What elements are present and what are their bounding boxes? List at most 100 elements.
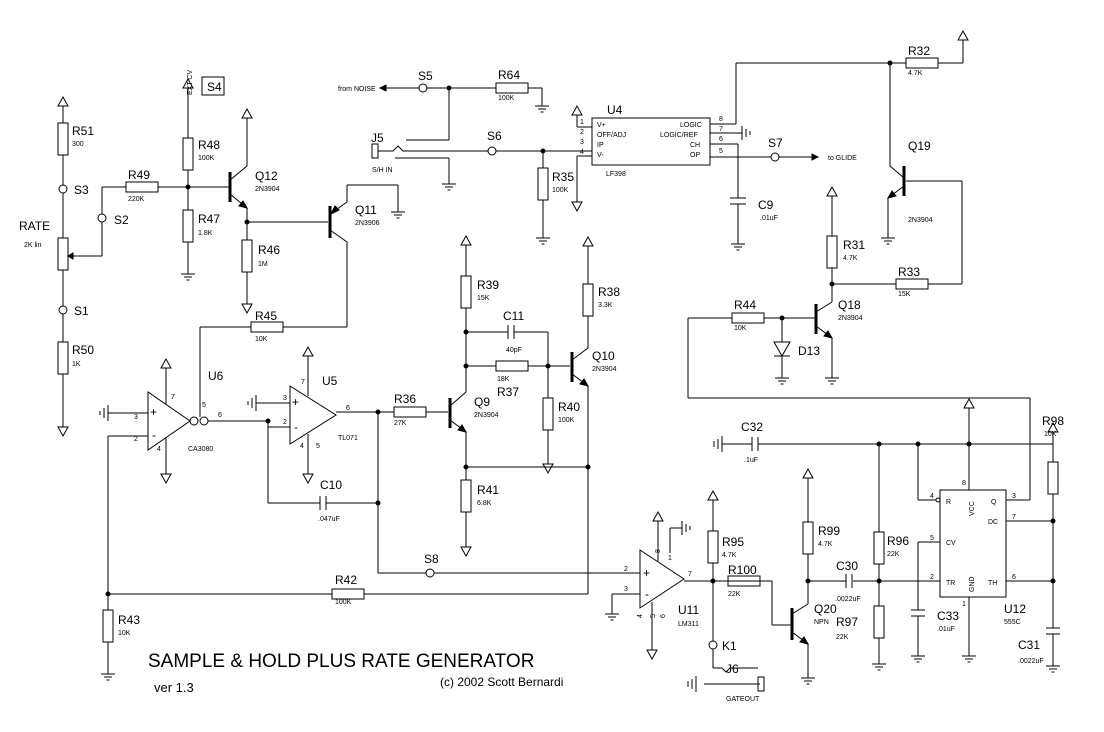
q18-section	[687, 186, 1031, 500]
value-c33: .01uF	[937, 626, 955, 633]
u5-plus: +	[292, 395, 299, 409]
label-r96: R96	[887, 534, 909, 548]
value-c9: .01uF	[760, 215, 778, 222]
label-c11: C11	[503, 309, 524, 323]
label-rate: RATE	[19, 219, 50, 233]
u4-num-2: 2	[580, 129, 584, 136]
part-u6: CA3080	[188, 446, 213, 453]
label-q9: Q9	[474, 395, 490, 409]
label-r99: R99	[818, 524, 840, 538]
label-r50: R50	[72, 343, 94, 357]
ext-cv-divider	[180, 76, 225, 281]
value-c11: 40pF	[506, 347, 522, 354]
u12-pin-q: Q	[991, 499, 997, 506]
label-s8: S8	[424, 552, 439, 566]
label-to-glide: to GLIDE	[828, 155, 857, 162]
u4-num-1: 1	[580, 119, 584, 126]
label-r49: R49	[128, 168, 150, 182]
part-u5: TL071	[338, 435, 358, 442]
value-r42: 100K	[335, 599, 352, 606]
u6-pin-2: 2	[134, 436, 138, 443]
label-c9: C9	[758, 198, 774, 212]
value-r45: 10K	[255, 336, 268, 343]
label-r41: R41	[477, 483, 499, 497]
value-r33: 15K	[898, 291, 911, 298]
s7-switch	[770, 152, 780, 162]
label-r47: R47	[198, 212, 220, 226]
label-u5: U5	[322, 374, 338, 388]
u12-pin-1: 1	[962, 601, 966, 608]
u4-pin-logic: LOGIC	[680, 122, 702, 129]
label-s3: S3	[74, 183, 89, 197]
value-r97: 22K	[836, 634, 849, 641]
u4-num-5: 5	[719, 148, 723, 155]
label-q11: Q11	[355, 203, 377, 217]
u4-pin-op: OP	[690, 152, 700, 159]
label-r48: R48	[198, 138, 220, 152]
label-c32: C32	[741, 420, 763, 434]
s5-switch	[418, 83, 428, 93]
label-r31: R31	[843, 238, 865, 252]
rate-chain	[57, 96, 230, 437]
k1-switch	[708, 640, 718, 650]
u4-pin-vminus: V-	[597, 152, 604, 159]
u5-pin-7: 7	[301, 379, 305, 386]
u11-pin-3: 3	[624, 586, 628, 593]
labels-layer: R51 300 S3 S2 RATE 2K lin S1 R50 1K EXT …	[19, 44, 1064, 703]
part-u4: LF398	[606, 171, 626, 178]
u11-pin-5: 5	[650, 614, 657, 618]
label-d13: D13	[798, 344, 820, 358]
value-r99: 4.7K	[818, 541, 833, 548]
version-label: ver 1.3	[154, 680, 194, 695]
label-c10: C10	[320, 478, 342, 492]
label-gateout: GATEOUT	[726, 696, 760, 703]
u6-minus: -	[152, 428, 156, 442]
r42-feedback	[100, 588, 588, 681]
u4-num-6: 6	[719, 136, 723, 143]
u11-pin-4: 4	[637, 614, 644, 618]
label-r38: R38	[598, 285, 620, 299]
label-q10: Q10	[592, 349, 615, 363]
u11-comparator	[604, 468, 846, 692]
label-k1: K1	[722, 639, 737, 653]
u6-ota	[99, 358, 268, 610]
label-r42: R42	[335, 573, 357, 587]
part-q18: 2N3904	[838, 315, 863, 322]
value-r35: 100K	[552, 187, 569, 194]
label-r40: R40	[558, 400, 580, 414]
value-r38: 3.3K	[598, 302, 613, 309]
u12-pin-dc: DC	[988, 519, 998, 526]
label-s5: S5	[418, 69, 433, 83]
label-c31: C31	[1018, 638, 1040, 652]
u6-pin-6: 6	[218, 412, 222, 419]
r49-resistor	[125, 181, 159, 193]
label-from-noise: from NOISE	[338, 86, 376, 93]
part-u12: 555C	[1004, 619, 1021, 626]
u6-pin-3: 3	[134, 414, 138, 421]
part-q10: 2N3904	[592, 366, 617, 373]
part-u11: LM311	[678, 621, 699, 628]
part-q11: 2N3906	[355, 220, 380, 227]
value-r96: 22K	[887, 551, 900, 558]
value-r43: 10K	[118, 630, 131, 637]
label-r45: R45	[255, 309, 277, 323]
label-r36: R36	[394, 392, 416, 406]
value-r95: 4.7K	[722, 552, 737, 559]
value-c10: .047uF	[318, 516, 340, 523]
u12-pin-cv: CV	[946, 540, 956, 547]
value-c31: .0022uF	[1018, 658, 1044, 665]
u4-num-7: 7	[719, 126, 723, 133]
label-c33: C33	[937, 609, 959, 623]
value-r36: 27K	[394, 420, 407, 427]
u12-pin-7: 7	[1012, 514, 1016, 521]
u4-pin-offadj: OFF/ADJ	[597, 132, 626, 139]
u11-pin-8: 8	[655, 549, 662, 553]
u4-pin-vplus: V+	[597, 122, 606, 129]
s1-switch	[58, 305, 68, 315]
u4-num-3: 3	[580, 139, 584, 146]
u6-pin-5: 5	[202, 402, 206, 409]
part-q19: 2N3904	[908, 217, 933, 224]
label-r46: R46	[258, 243, 280, 257]
